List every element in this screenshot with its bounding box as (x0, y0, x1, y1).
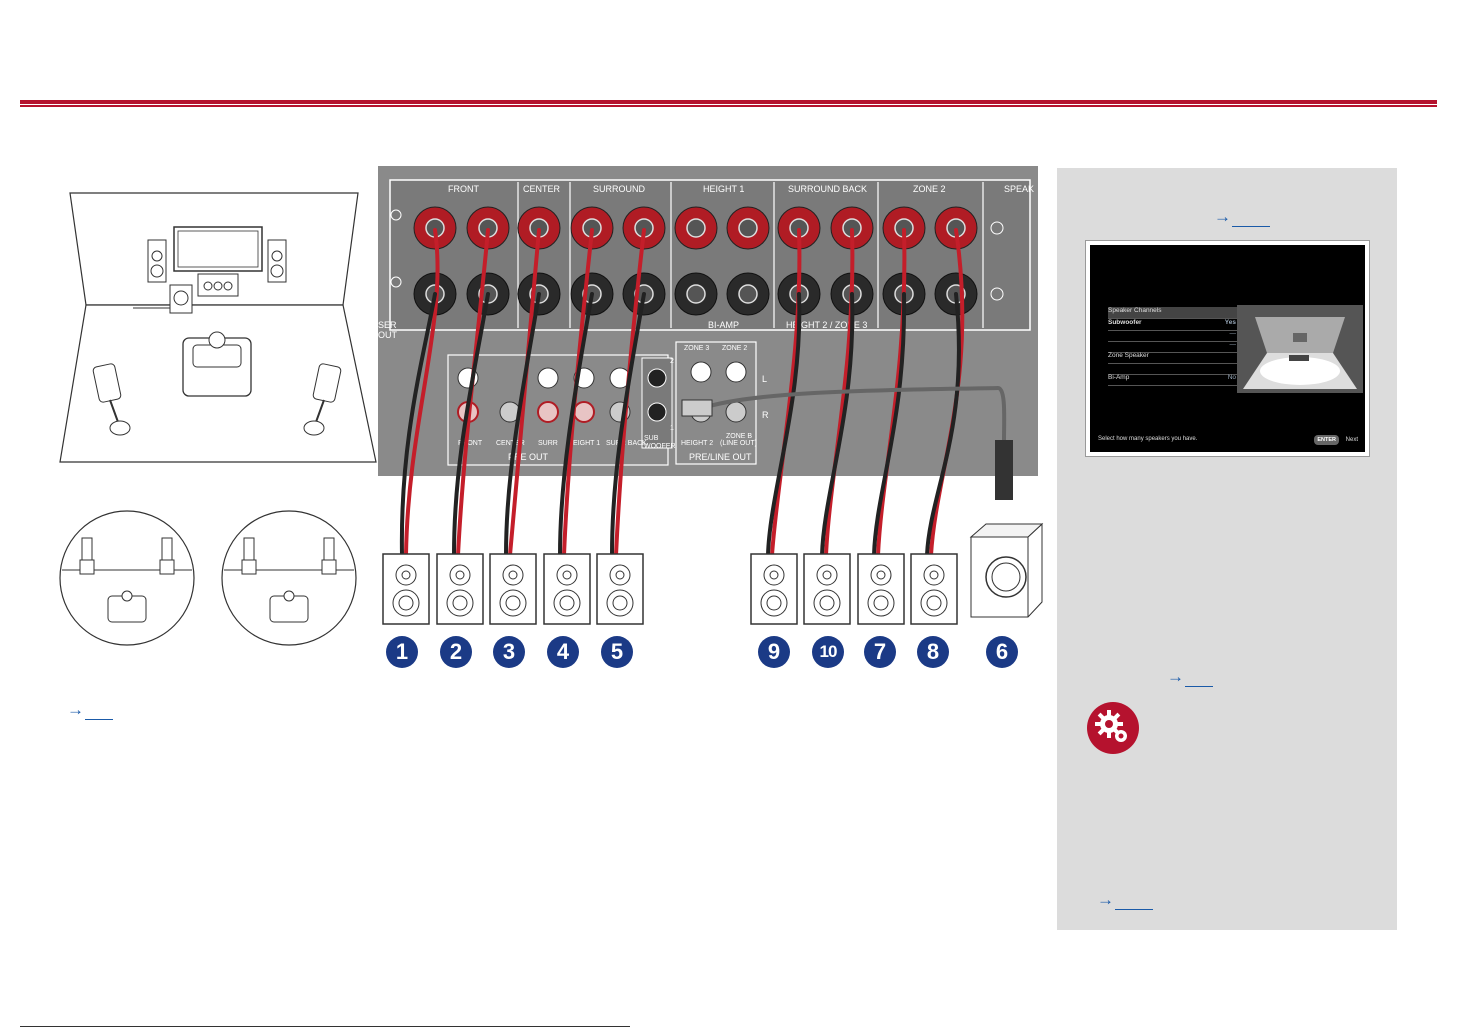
label-center: CENTER (523, 184, 561, 194)
osd-row-3: — (1108, 330, 1238, 342)
fragment-2: OUT (378, 330, 398, 340)
setup-gear-icon (1087, 702, 1139, 754)
preout-surr: SURR (538, 440, 558, 447)
label-surround-back: SURROUND BACK (788, 184, 867, 194)
speaker-icon (857, 553, 905, 625)
link-underline (1232, 212, 1270, 227)
speaker-number-9: 9 (758, 636, 790, 668)
label-speakers: SPEAK (1004, 184, 1034, 194)
pre-out-title: PRE OUT (508, 452, 549, 462)
zone3-label: ZONE 3 (684, 345, 709, 352)
sub-num-1: 1 (670, 425, 674, 432)
speaker-number-2: 2 (440, 636, 472, 668)
link-arrow-icon: → (67, 700, 84, 719)
speaker-icon (910, 553, 958, 625)
speaker-number-1: 1 (386, 636, 418, 668)
front-height-view-left (59, 510, 195, 646)
speaker-number-5: 5 (601, 636, 633, 668)
zoneb-label-1: ZONE B (726, 433, 752, 440)
sub-num-2: 2 (670, 358, 674, 365)
panel-link-middle[interactable]: → (1167, 667, 1213, 687)
fragment-1: SER (378, 320, 397, 330)
speaker-number-4: 4 (547, 636, 579, 668)
front-height-view-right (221, 510, 357, 646)
pre-line-out-title: PRE/LINE OUT (689, 452, 752, 462)
osd-row-speaker-channels: Speaker Channels (1108, 307, 1238, 319)
header-rule-thin (20, 105, 1437, 107)
side-l: L (762, 374, 767, 384)
panel-link-bottom[interactable]: → (1097, 890, 1153, 910)
room-layout-illustration (59, 192, 377, 463)
preout-surr-back: SURR BACK (606, 440, 647, 447)
zone2-label: ZONE 2 (722, 345, 747, 352)
osd-next-label: Next (1345, 437, 1358, 443)
speaker-icon (489, 553, 537, 625)
speaker-icon (803, 553, 851, 625)
speaker-number-7: 7 (864, 636, 896, 668)
osd-row-4: — (1108, 341, 1238, 353)
label-height1: HEIGHT 1 (703, 184, 744, 194)
link-underline (1115, 895, 1153, 910)
height2-label: HEIGHT 2 (681, 440, 713, 447)
speaker-icon (543, 553, 591, 625)
footer-line (20, 1026, 630, 1027)
link-arrow-icon: → (1214, 207, 1231, 226)
subwoofer-icon (969, 522, 1044, 618)
osd-row-6 (1108, 363, 1238, 375)
speaker-number-6: 6 (986, 636, 1018, 668)
speaker-number-3: 3 (493, 636, 525, 668)
speaker-icon (596, 553, 644, 625)
sub-label-1: SUB (644, 435, 659, 442)
osd-room-preview (1237, 305, 1363, 393)
label-surround: SURROUND (593, 184, 646, 194)
sub-label-2: WOOFER (644, 443, 676, 450)
osd-help-text: Select how many speakers you have. (1098, 436, 1198, 442)
osd-row-zone-speaker: Zone Speaker (1108, 352, 1238, 364)
speaker-number-8: 8 (917, 636, 949, 668)
speaker-cables (399, 228, 1013, 557)
label-zone2: ZONE 2 (913, 184, 946, 194)
header-rule (20, 100, 1437, 104)
preout-height1: HEIGHT 1 (568, 440, 600, 447)
speaker-icon (382, 553, 430, 625)
link-arrow-icon: → (1097, 890, 1114, 909)
label-bi-amp: BI-AMP (708, 320, 739, 330)
label-height2-zone3: HEIGHT 2 / ZONE 3 (786, 320, 867, 330)
link-arrow-icon: → (1167, 667, 1184, 686)
speaker-icon (750, 553, 798, 625)
speaker-icon (436, 553, 484, 625)
preout-front: FRONT (458, 440, 483, 447)
label-front: FRONT (448, 184, 479, 194)
speaker-number-10: 10 (812, 636, 844, 668)
zoneb-label-2: (LINE OUT) (720, 440, 757, 447)
link-underline (85, 705, 113, 720)
osd-enter-button: ENTER (1314, 435, 1339, 445)
page-link[interactable]: → (67, 700, 113, 720)
link-underline (1185, 672, 1213, 687)
preout-center: CENTER (496, 440, 525, 447)
side-r: R (762, 410, 769, 420)
panel-link-top[interactable]: → (1214, 207, 1270, 227)
